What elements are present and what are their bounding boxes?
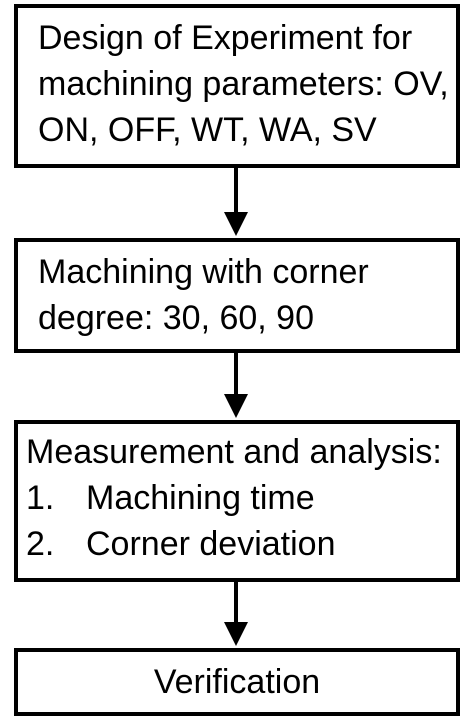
item-text: Corner deviation bbox=[86, 525, 336, 563]
item-text: Machining time bbox=[86, 479, 315, 517]
step-box-measurement: Measurement and analysis: 1. Machining t… bbox=[14, 420, 460, 582]
item-number: 1. bbox=[26, 479, 55, 517]
arrow-1 bbox=[224, 168, 248, 236]
step-2-line-1: Machining with corner bbox=[38, 253, 369, 291]
step-3-heading: Measurement and analysis: bbox=[26, 433, 442, 471]
step-1-line-2: machining parameters: OV, bbox=[38, 65, 449, 103]
item-number: 2. bbox=[26, 525, 55, 563]
step-box-verification: Verification bbox=[14, 648, 460, 716]
step-4-label: Verification bbox=[153, 663, 321, 701]
arrow-3 bbox=[224, 582, 248, 646]
step-1-line-1: Design of Experiment for bbox=[38, 19, 413, 57]
step-2-line-2: degree: 30, 60, 90 bbox=[38, 299, 315, 337]
arrow-2 bbox=[224, 353, 248, 418]
step-1-line-3: ON, OFF, WT, WA, SV bbox=[38, 111, 377, 149]
step-box-design-of-experiment: Design of Experiment for machining param… bbox=[14, 4, 460, 168]
step-box-machining: Machining with corner degree: 30, 60, 90 bbox=[14, 238, 460, 353]
